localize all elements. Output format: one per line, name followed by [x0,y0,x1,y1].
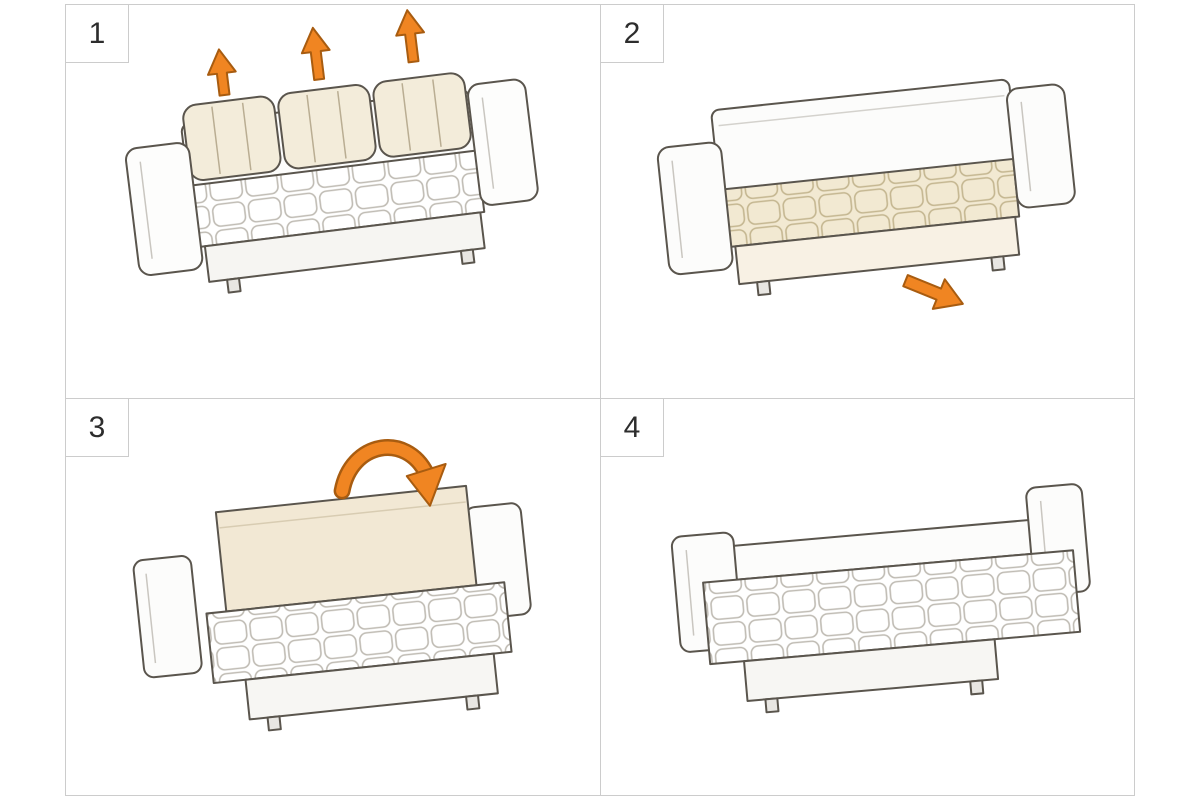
sofa-leg [266,715,282,732]
grid-horizontal-divider [65,398,1135,399]
sofa-illustration-step-1 [125,9,539,294]
pullout-base [203,211,486,283]
pull-out-arrow-icon [902,274,964,310]
sofa-step-2 [656,78,1076,310]
step-number-4: 4 [601,399,664,457]
panel-step-2: 2 [601,5,1135,397]
panel-step-1: 1 [66,5,600,397]
seat-quilt [191,150,485,247]
sofa-step-3 [132,439,532,732]
step-number-2: 2 [601,5,664,63]
sofa-illustration-step-2 [656,78,1076,310]
right-arm [467,78,539,206]
sofa-leg [226,277,242,294]
sofa-leg [465,694,481,711]
left-arm [656,141,734,276]
sofa-leg [990,255,1006,272]
sofa-illustration-step-3 [132,439,532,732]
bed-platform-quilt [206,582,512,684]
pullout-base [734,215,1021,286]
lift-up-arrows-icon [206,9,425,97]
sofa-step-1 [125,9,539,294]
bed-base [743,638,1000,702]
bed-surface-quilt [703,550,1081,665]
sofa-illustration-step-4 [670,483,1091,714]
sofa-leg [459,248,476,265]
panel-step-4: 4 [601,399,1135,791]
fold-down-arrow-icon [333,439,447,507]
cushion-tuft-lines [211,79,442,175]
sofa-leg [969,679,985,696]
back-cushions [182,72,472,181]
left-arm [132,555,203,679]
panel-step-3: 3 [66,399,600,791]
step-number-1: 1 [66,5,129,63]
seat-quilt [723,158,1020,247]
pullout-base [244,652,499,721]
right-arm [1006,83,1076,209]
left-arm [125,142,204,276]
grid-vertical-divider [600,4,601,796]
sofa-step-4 [670,483,1091,714]
step-number-3: 3 [66,399,129,457]
sofa-leg [756,279,772,297]
sofa-leg [764,697,780,714]
